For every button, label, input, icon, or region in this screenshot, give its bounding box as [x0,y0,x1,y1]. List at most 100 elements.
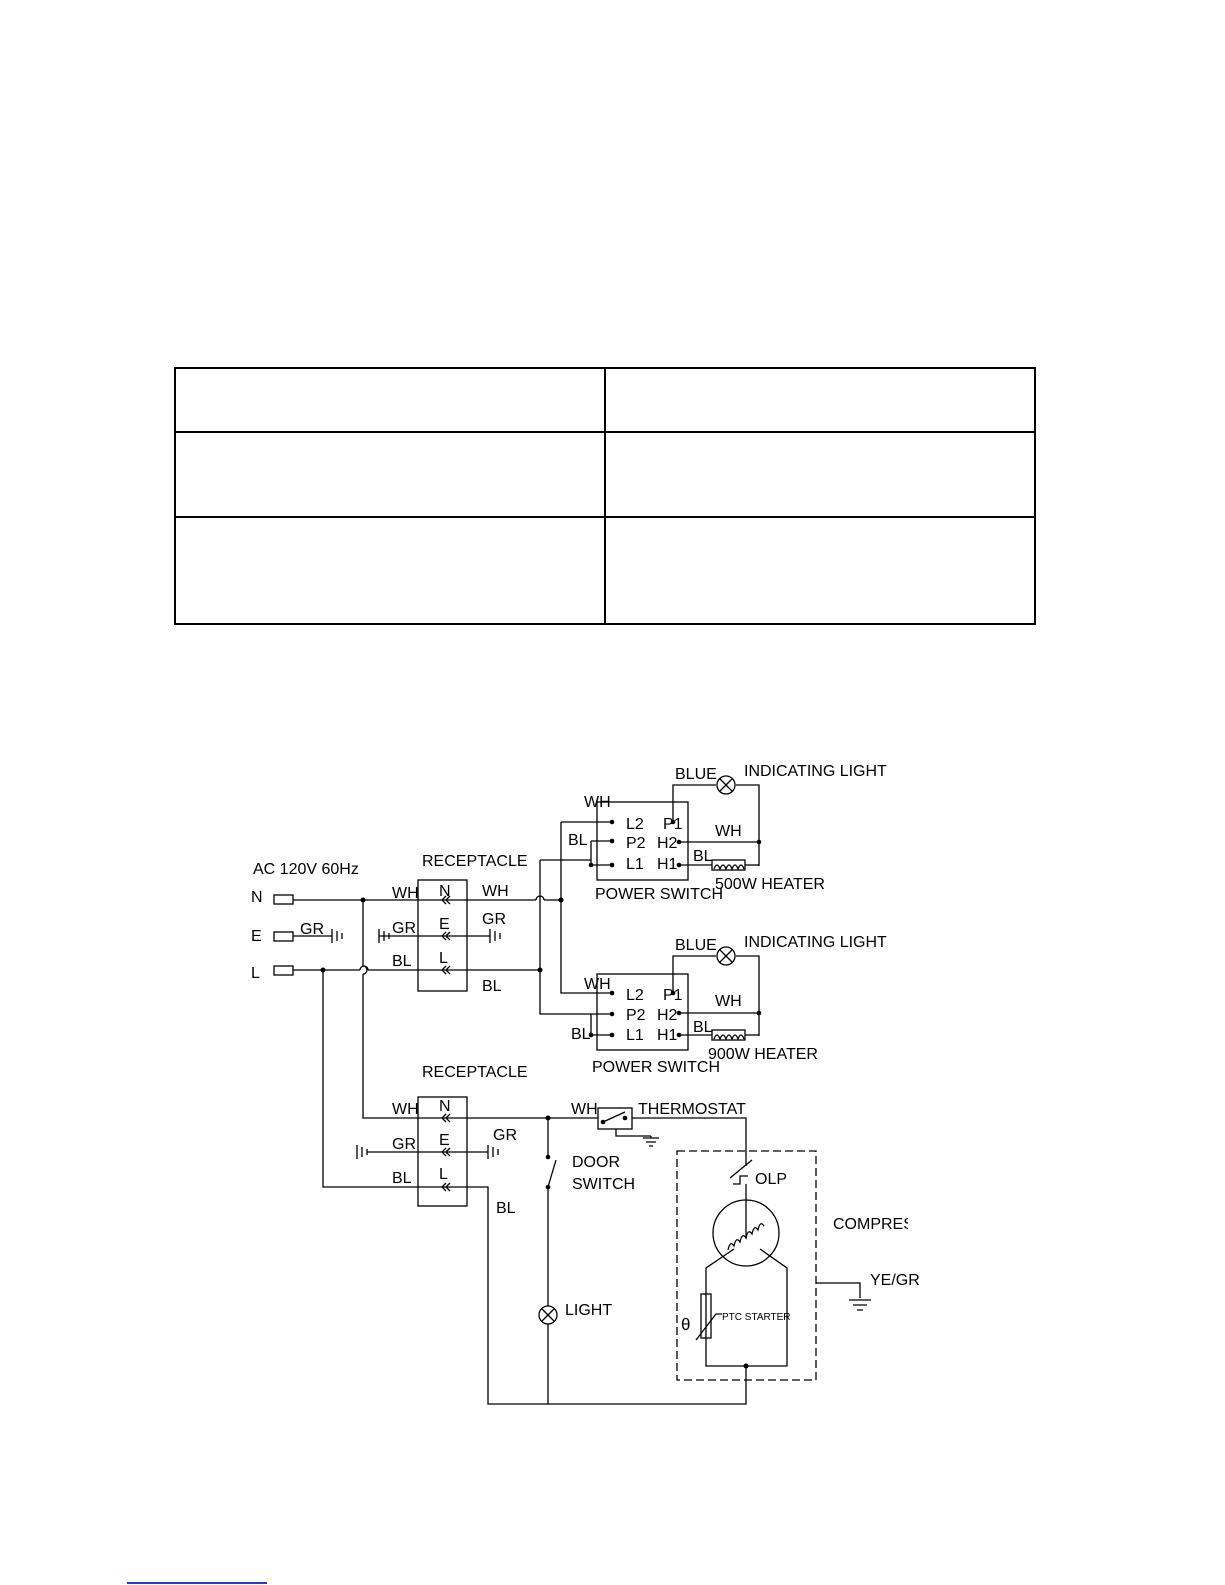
switch-pin-p1: P1 [663,987,683,1004]
source-label: AC 120V 60Hz [253,861,359,878]
heater-coil-icon [713,864,745,871]
table-row [174,516,1036,625]
plug-chevron-icon [441,1113,451,1192]
receptacle-pin-n: N [439,883,451,900]
receptacle-upper-title: RECEPTACLE [422,853,528,870]
light-icon [541,1308,555,1322]
compressor-label-clip: COMPRESSOR [833,1216,949,1233]
ground-icon [467,929,501,943]
olp-icon [733,1175,748,1185]
wire-label-bl: BL [568,832,588,849]
ground-icon [331,929,343,943]
receptacle-pin-n: N [439,1098,451,1115]
wire-label-wh: WH [715,823,742,840]
olp-icon [729,1159,753,1179]
indicating-light-label: INDICATING LIGHT [744,763,887,780]
terminal-n [273,894,294,905]
indicating-light-icon [719,778,733,792]
wire-label-wh: WH [584,976,611,993]
thermostat-contact [602,1111,626,1123]
switch-pin-p1: P1 [663,816,683,833]
wire-label-gr: GR [482,911,506,928]
wire-thermostat-out [632,1117,747,1166]
table-row [174,431,1036,518]
table-cell [174,367,606,433]
table-cell [604,367,1036,433]
ptc-starter [700,1293,712,1339]
wire-label-bl: BL [392,953,412,970]
spec-table [174,367,1036,625]
terminal-e-label: E [251,928,262,945]
ground-icon [816,1282,871,1311]
wire-lamp-return-2 [736,955,760,1036]
wire-label-wh: WH [715,993,742,1010]
wire-label-bl: BL [693,848,713,865]
switch-pin-p2: P2 [626,835,646,852]
receptacle-pin-e: E [439,916,450,933]
indicating-light-icon [719,949,733,963]
switch-pin-l1: L1 [626,856,644,873]
ground-icon [356,1145,418,1159]
wire-crossover [362,965,368,975]
switch-pin-h1: H1 [657,1027,678,1044]
light-label: LIGHT [565,1302,612,1319]
ptc-starter-icon [695,1313,722,1341]
wire-label-gr: GR [493,1127,517,1144]
compressor-enclosure [676,1150,817,1381]
wire-label-wh: WH [392,1101,419,1118]
thermostat-label: THERMOSTAT [638,1101,746,1118]
wire-label-bl: BL [392,1170,412,1187]
table-cell [174,516,606,625]
heater-900w-label: 900W HEATER [708,1046,818,1063]
wire-label-blue: BLUE [675,937,717,954]
switch-pin-l1: L1 [626,1027,644,1044]
wire-blue-2 [672,955,716,993]
switch-pin-h2: H2 [657,835,678,852]
ground-icon [378,929,418,943]
power-switch-1-label: POWER SWITCH [595,886,723,903]
wire-n-branch [362,900,418,1119]
ptc-starter-label: PTC STARTER [722,1312,791,1323]
power-switch-2-label: POWER SWITCH [592,1059,720,1076]
heater-coil-icon [713,1034,745,1041]
wire-label-wh: WH [584,794,611,811]
power-switch-2 [596,973,689,1051]
terminal-l [273,965,294,976]
indicating-light-icon [716,946,736,966]
switch-pin-l2: L2 [626,987,644,1004]
receptacle-lower-title: RECEPTACLE [422,1064,528,1081]
wire-label-blue: BLUE [675,766,717,783]
wire-label-wh: WH [571,1101,598,1118]
wire-l-branch [322,970,418,1188]
motor-winding-coil [727,1223,765,1251]
table-cell [174,431,606,518]
wire-p2-l1-jumper [590,840,612,866]
heater-500w-label: 500W HEATER [715,876,825,893]
indicating-light-label: INDICATING LIGHT [744,934,887,951]
ground-icon [615,1129,659,1147]
table-row [174,367,1036,433]
terminal-e [273,931,294,942]
compressor-label: COMPRESSOR [833,1216,949,1233]
door-switch-label: DOOR [572,1154,620,1171]
wire-label-bl: BL [693,1019,713,1036]
indicating-light-icon [716,775,736,795]
door-switch-icon [547,1159,557,1188]
wire-label-wh: WH [482,883,509,900]
switch-pin-h2: H2 [657,1007,678,1024]
wire-label-bl: BL [571,1026,591,1043]
olp-label: OLP [755,1171,787,1188]
plug-chevron-icon [441,895,451,975]
compressor-motor-icon [712,1199,780,1267]
switch-pin-p2: P2 [626,1007,646,1024]
door-switch-label: SWITCH [572,1176,635,1193]
wire-label-ye-gr: YE/GR [870,1272,920,1289]
wire-p2-l1-jumper [590,1013,612,1036]
wire-label-wh: WH [392,885,419,902]
wire-wh-bus [560,822,612,994]
switch-pin-h1: H1 [657,856,678,873]
receptacle-pin-l: L [439,950,448,967]
ptc-theta-label: θ [681,1315,690,1334]
footer-rule [127,1582,267,1584]
